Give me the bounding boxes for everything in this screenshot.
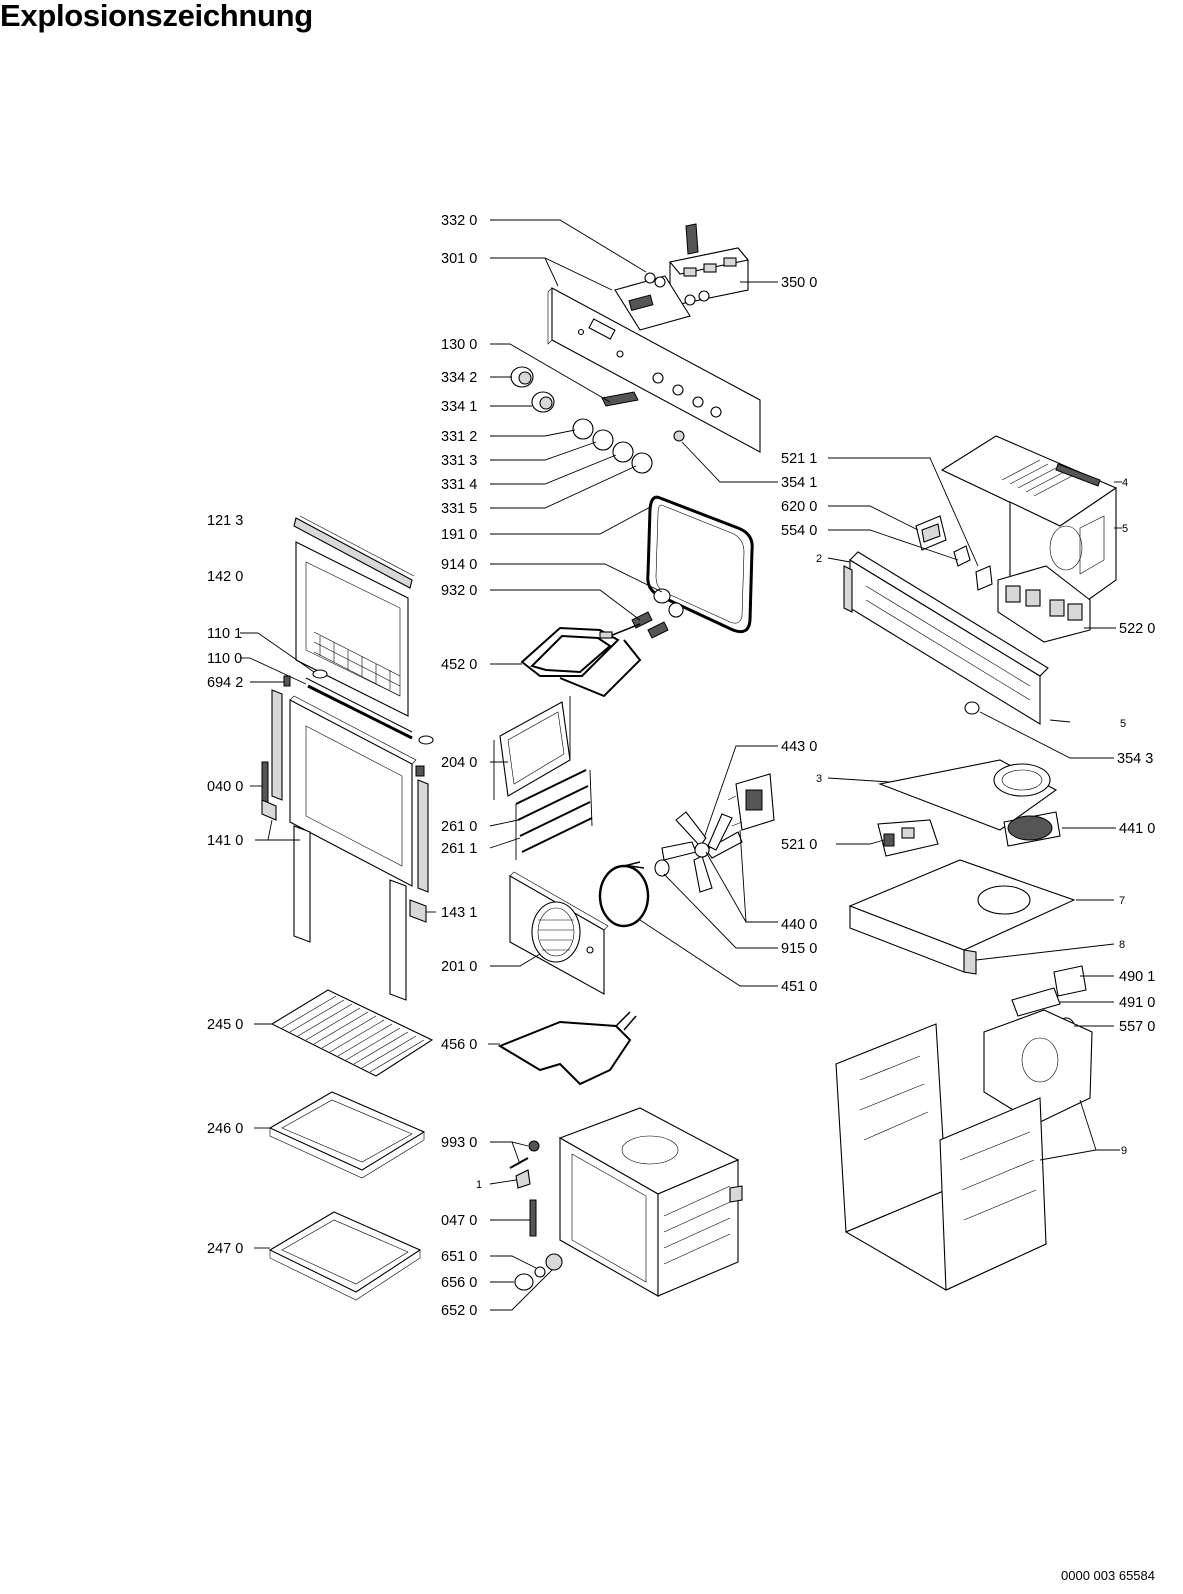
fan-blade-drawing — [654, 811, 743, 893]
relay-module-drawing — [997, 565, 1091, 643]
electronic-module-drawing — [668, 223, 750, 306]
door-hinges-drawing — [261, 675, 429, 893]
document-number: 0000 003 65584 — [1061, 1568, 1155, 1583]
part-label: 354 3 — [1117, 751, 1153, 767]
index-label: 5 — [1122, 523, 1128, 535]
control-panel-fascia-drawing — [547, 287, 761, 453]
part-label: 331 3 — [441, 453, 477, 469]
thermostat-drawing — [877, 819, 939, 857]
part-label: 456 0 — [441, 1037, 477, 1053]
part-label: 993 0 — [441, 1135, 477, 1151]
part-label: 914 0 — [441, 557, 477, 573]
control-bracket-drawing — [614, 272, 691, 331]
base-plate-drawing — [848, 859, 1076, 975]
fan-housing-drawing — [878, 759, 1061, 847]
part-label: 204 0 — [441, 755, 477, 771]
part-label: 521 0 — [781, 837, 817, 853]
part-label: 350 0 — [781, 275, 817, 291]
index-label: 5 — [1120, 718, 1126, 730]
part-label: 246 0 — [207, 1121, 243, 1137]
part-label: 354 1 — [781, 475, 817, 491]
circular-heating-element-drawing — [598, 861, 650, 928]
part-label: 261 1 — [441, 841, 477, 857]
part-label: 656 0 — [441, 1275, 477, 1291]
top-heating-element-drawing — [520, 623, 642, 698]
index-label: 9 — [1121, 1145, 1127, 1157]
back-panel-drawing — [509, 871, 609, 995]
part-label: 142 0 — [207, 569, 243, 585]
part-label: 557 0 — [1119, 1019, 1155, 1035]
index-label: 7 — [1119, 895, 1125, 907]
part-label: 141 0 — [207, 833, 243, 849]
part-label: 334 1 — [441, 399, 477, 415]
part-label: 110 1 — [207, 626, 242, 642]
baking-tray-2-drawing — [268, 1211, 422, 1301]
part-label: 130 0 — [441, 337, 477, 353]
part-label: 121 3 — [207, 513, 243, 529]
terminal-block-drawing — [1011, 965, 1087, 1035]
index-label: 3 — [816, 773, 822, 785]
switches-drawing — [915, 515, 993, 591]
part-label: 554 0 — [781, 523, 817, 539]
part-label: 915 0 — [781, 941, 817, 957]
index-labels: 1 2 3 4 5 5 7 8 9 — [476, 477, 1128, 1191]
control-frame-drawing — [843, 551, 1049, 725]
part-label: 522 0 — [1119, 621, 1155, 637]
part-label: 201 0 — [441, 959, 477, 975]
part-label: 334 2 — [441, 370, 477, 386]
baking-tray-1-drawing — [268, 1091, 426, 1179]
door-top-trim-drawing — [293, 515, 415, 589]
shelf-runners-drawing — [515, 769, 593, 860]
part-label: 247 0 — [207, 1241, 243, 1257]
oven-cavity-drawing — [558, 1107, 743, 1297]
part-label: 261 0 — [441, 819, 477, 835]
part-label: 491 0 — [1119, 995, 1155, 1011]
fan-motor-drawing — [727, 773, 775, 831]
index-label: 2 — [816, 553, 822, 565]
part-label: 245 0 — [207, 1017, 243, 1033]
index-label: 4 — [1122, 477, 1128, 489]
oven-carcass-drawing — [835, 1009, 1093, 1291]
lamp-and-fixings-drawing — [509, 1140, 563, 1291]
part-label: 440 0 — [781, 917, 817, 933]
part-label: 443 0 — [781, 739, 817, 755]
part-label: 331 5 — [441, 501, 477, 517]
control-knobs-drawing — [510, 366, 685, 474]
leader-lines — [240, 219, 1122, 1311]
part-label: 191 0 — [441, 527, 477, 543]
part-label: 452 0 — [441, 657, 477, 673]
part-label: 521 1 — [781, 451, 817, 467]
part-label: 332 0 — [441, 213, 477, 229]
nuts-and-springs-drawing — [631, 588, 684, 639]
wire-rack-drawing — [270, 989, 434, 1077]
door-seal-drawing — [646, 495, 754, 634]
bottom-heating-element-drawing — [497, 1011, 637, 1086]
index-label: 1 — [476, 1179, 482, 1191]
part-number-labels: 332 0 301 0 350 0 130 0 334 2 334 1 331 … — [207, 213, 1155, 1319]
part-label: 651 0 — [441, 1249, 477, 1265]
part-label: 932 0 — [441, 583, 477, 599]
part-label: 040 0 — [207, 779, 243, 795]
part-label: 110 0 — [207, 651, 242, 667]
door-side-strips-drawing — [293, 825, 427, 1001]
part-label: 143 1 — [441, 905, 477, 921]
part-label: 331 4 — [441, 477, 477, 493]
part-label: 451 0 — [781, 979, 817, 995]
part-label: 620 0 — [781, 499, 817, 515]
side-rack-frame-drawing — [493, 696, 571, 800]
part-label: 301 0 — [441, 251, 477, 267]
part-label: 694 2 — [207, 675, 243, 691]
part-label: 490 1 — [1119, 969, 1155, 985]
part-label: 047 0 — [441, 1213, 477, 1229]
part-label: 331 2 — [441, 429, 477, 445]
part-label: 441 0 — [1119, 821, 1155, 837]
part-label: 652 0 — [441, 1303, 477, 1319]
index-label: 8 — [1119, 939, 1125, 951]
outer-door-drawing — [289, 695, 417, 887]
door-handle-drawing — [305, 669, 434, 745]
page-title: Explosionszeichnung — [0, 0, 313, 33]
